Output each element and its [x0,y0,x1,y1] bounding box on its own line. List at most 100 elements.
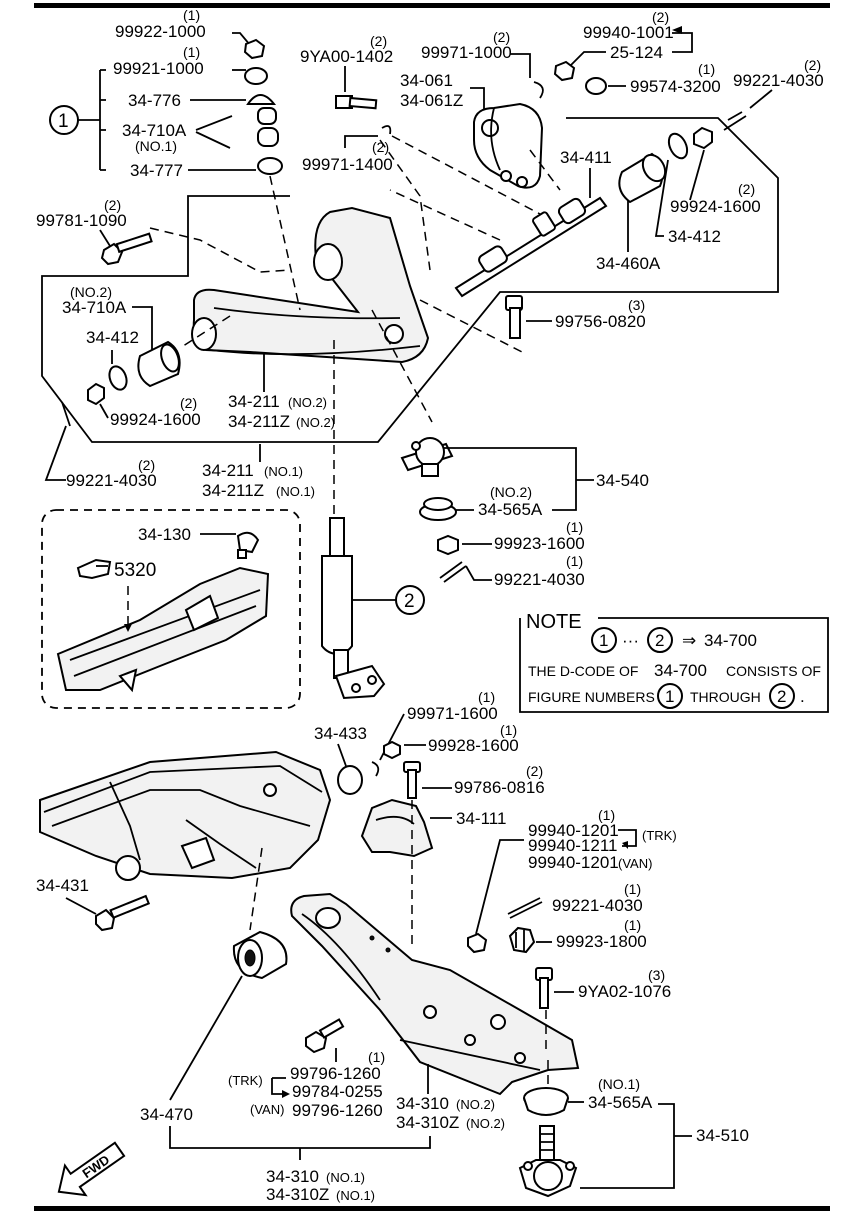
shock-absorber [321,340,386,700]
note-circle-1: 1 [599,631,608,650]
qual-van-b: (VAN) [250,1102,284,1117]
note-arrow: ⇒ [682,631,696,650]
nut-99940-1201 [467,932,488,954]
label-34-777: 34-777 [130,161,183,180]
label-99221-4030-top: 99221-4030 [733,71,824,90]
label-34-310Z-no1: 34-310Z [266,1185,329,1204]
castle-nut-99923-1800 [508,926,536,954]
label-99940-1001: 99940-1001 [583,23,674,42]
qty-9YA02-1076: (3) [648,967,665,983]
qty-34-211Z-no1: (NO.1) [276,484,315,499]
washer-34-412-left [108,365,128,391]
lower-control-arm [290,892,580,1096]
label-99971-1400: 99971-1400 [302,155,393,174]
clip-99971-1600 [371,761,380,777]
nut-99923-1600 [437,534,459,556]
bushing-34-710A-left [137,340,181,388]
label-25-124: 25-124 [610,43,663,62]
nut-99924-1600-left [87,382,105,406]
qty-99923-1600: (1) [566,519,583,535]
qty-34-710A: (NO.1) [135,138,177,154]
qty-9YA00-1402: (2) [370,33,387,49]
fwd-arrow-icon: FWD [57,1141,126,1197]
label-99922-1000: 99922-1000 [115,22,206,41]
bottom-rule [34,1206,830,1211]
qty-99921-1000: (1) [183,44,200,60]
label-99784-0255: 99784-0255 [292,1082,383,1101]
label-99796-1260: 99796-1260 [290,1064,381,1083]
bump-stop-34-130 [236,531,260,559]
bolt-99796-1260 [305,1018,345,1054]
seal-34-565A-bottom [523,1087,569,1116]
qty-34-310Z-no2: (NO.2) [466,1116,505,1131]
nut-99922-1000 [243,38,266,60]
top-rule [34,3,830,8]
bushing-34-470 [232,930,288,980]
bushing-34-710A-a [257,107,277,125]
bolt-9YA00-1402 [335,95,378,110]
qual-trk-b: (TRK) [228,1073,263,1088]
bolt-99786-0816 [403,761,421,799]
label-34-433: 34-433 [314,724,367,743]
label-99940-1211: 99940-1211 [528,836,618,855]
label-99924-1600-right: 99924-1600 [670,197,761,216]
bolt-99781-1090 [100,232,153,266]
label-34-211-no1: 34-211 [202,461,254,480]
qty-99940-1001: (2) [652,9,669,25]
clip-99971-1400 [381,125,392,135]
qual-trk-a: (TRK) [642,828,677,843]
ball-joint-34-540 [400,437,454,477]
qty-34-310-no1: (NO.1) [326,1170,365,1185]
label-34-310Z-no2: 34-310Z [396,1113,459,1132]
note-line2-b: 34-700 [654,661,707,680]
qty-99923-1800: (1) [624,917,641,933]
label-34-310-no1: 34-310 [266,1167,319,1186]
qty-99971-1600: (1) [478,689,495,705]
assembly-lines-upper [149,135,561,423]
note-dots: ··· [622,631,639,650]
qty-99796-1260: (1) [368,1049,385,1065]
ball-joint-34-510 [518,1125,578,1198]
qual-van-a: (VAN) [618,856,652,871]
note-line3-end: . [800,687,805,706]
note-target: 34-700 [704,631,757,650]
note-circle-2: 2 [655,631,664,650]
seal-34-565A-top [419,497,457,521]
pin-99221-4030-mid [439,561,467,583]
note-line3-circle-2: 2 [777,687,786,706]
bolt-99756-0820 [505,295,523,339]
label-34-710A: 34-710A [122,121,187,140]
bushing-34-710A-b [257,127,279,147]
washer-34-433 [337,765,363,795]
label-34-211Z-no1: 34-211Z [202,481,264,500]
qty-34-310Z-no1: (NO.1) [336,1188,375,1203]
upper-control-arm [191,206,430,364]
label-99221-4030-mid: 99221-4030 [494,570,585,589]
label-99924-1600-left: 99924-1600 [110,410,201,429]
washer-34-412-right [667,132,689,160]
qty-99574-3200: (1) [698,61,715,77]
qty-34-211-no1: (NO.1) [264,464,303,479]
qty-99928-1600: (1) [500,722,517,738]
label-34-061: 34-061 [400,71,453,90]
svg-text:1: 1 [58,111,69,132]
qty-34-565A-no2: (NO.2) [490,484,532,500]
shaft-34-411 [454,196,608,298]
qty-99221-4030-left: (2) [138,457,155,473]
qty-99786-0816: (2) [526,763,543,779]
bracket-34-061 [473,102,544,189]
pin-99221-4030-left [61,401,71,427]
qty-99924-1600-left: (2) [180,395,197,411]
qty-99924-1600-right: (2) [738,181,755,197]
label-5320: 5320 [114,560,156,581]
label-34-412-left: 34-412 [86,328,139,347]
label-34-211Z-no2: 34-211Z [228,412,290,431]
washer-34-776 [246,94,277,105]
label-9YA00-1402: 9YA00-1402 [300,47,393,66]
label-34-776: 34-776 [128,91,181,110]
label-34-710A-left: 34-710A [62,298,127,317]
label-34-565A-bottom: 34-565A [588,1093,653,1112]
label-34-540: 34-540 [596,471,649,490]
label-34-510: 34-510 [696,1126,749,1145]
label-99971-1600: 99971-1600 [407,704,498,723]
